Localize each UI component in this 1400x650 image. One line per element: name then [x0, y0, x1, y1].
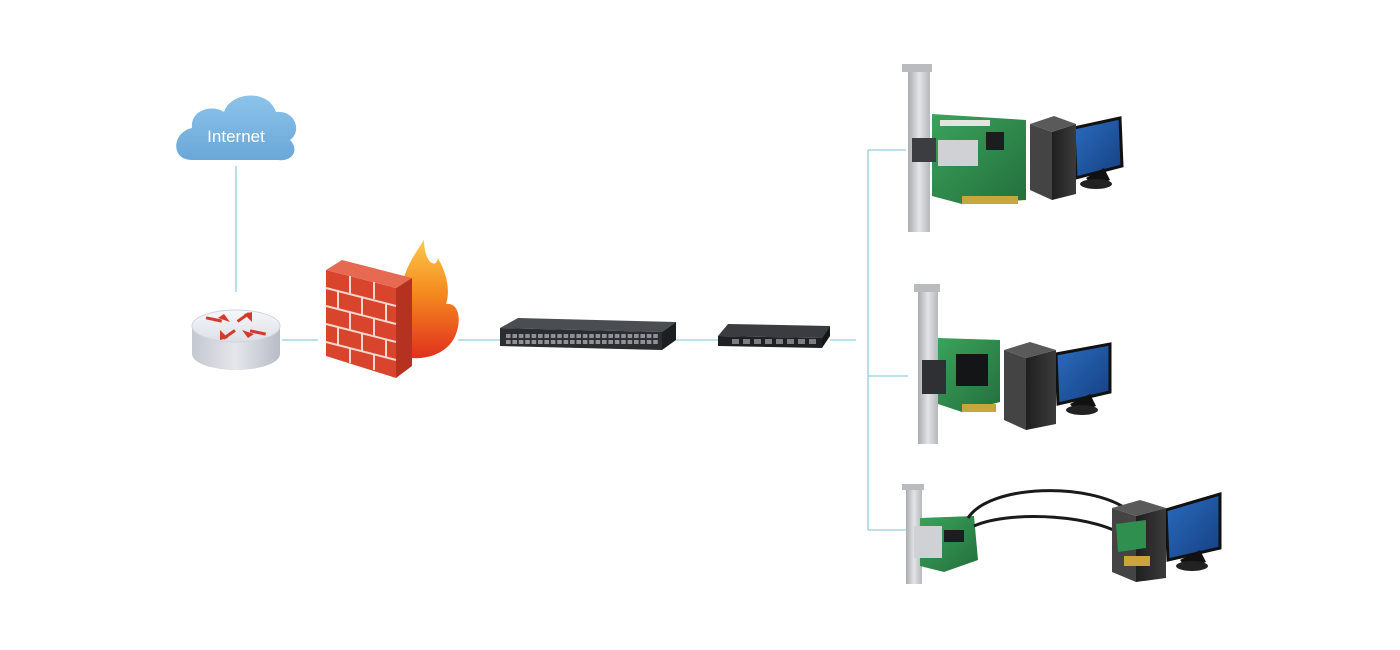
- switch-port: [653, 334, 658, 338]
- switch-port: [531, 340, 537, 344]
- switch-port: [787, 339, 794, 344]
- cable-icon: [966, 489, 1131, 542]
- desktop-pc-icon: [1030, 116, 1124, 200]
- switch-port: [627, 334, 633, 338]
- switch-port: [765, 339, 772, 344]
- desktop-switch-ports: [732, 339, 816, 344]
- desktop-switch-icon: [718, 324, 830, 348]
- switch-port: [576, 334, 581, 338]
- switch-port: [798, 339, 805, 344]
- switch-port: [518, 340, 524, 344]
- firewall-icon: [325, 240, 459, 378]
- switch-port: [557, 340, 562, 344]
- switch-port: [563, 334, 569, 338]
- switch-port: [582, 334, 588, 338]
- switch-port: [646, 334, 652, 338]
- switch-port: [538, 334, 543, 338]
- client-1-fiber-nic-pc-icon: [902, 64, 1124, 232]
- switch-port: [512, 340, 517, 344]
- desktop-pc-icon: [1112, 491, 1222, 582]
- switch-port: [640, 334, 645, 338]
- switch-port: [576, 340, 581, 344]
- switch-port: [582, 340, 588, 344]
- desktop-pc-icon: [1004, 342, 1112, 430]
- switch-port: [602, 340, 607, 344]
- client-2-fiber-nic-pc-icon: [914, 284, 1112, 444]
- switch-port: [512, 334, 517, 338]
- nic-card-icon: [902, 64, 1026, 232]
- switch-port: [595, 340, 601, 344]
- switch-port: [589, 340, 594, 344]
- switch-port: [732, 339, 739, 344]
- switch-port: [776, 339, 783, 344]
- switch-port: [754, 339, 761, 344]
- rack-switch-icon: [500, 318, 676, 350]
- switch-port: [550, 334, 556, 338]
- switch-port: [621, 334, 626, 338]
- switch-port: [614, 334, 620, 338]
- switch-port: [518, 334, 524, 338]
- switch-port: [506, 334, 511, 338]
- switch-port: [531, 334, 537, 338]
- switch-port: [608, 340, 613, 344]
- switch-port: [570, 340, 575, 344]
- switch-port: [525, 334, 530, 338]
- switch-port: [743, 339, 750, 344]
- switch-port: [544, 334, 549, 338]
- switch-port: [506, 340, 511, 344]
- internet-label: Internet: [207, 127, 265, 146]
- switch-port: [538, 340, 543, 344]
- switch-port: [809, 339, 816, 344]
- switch-port: [653, 340, 658, 344]
- switch-port: [557, 334, 562, 338]
- switch-port: [646, 340, 652, 344]
- switch-port: [640, 340, 645, 344]
- switch-port: [544, 340, 549, 344]
- switch-port: [602, 334, 607, 338]
- switch-port: [614, 340, 620, 344]
- nic-card-icon: [902, 484, 978, 584]
- switch-port: [525, 340, 530, 344]
- switch-port: [634, 334, 639, 338]
- rack-switch-ports: [506, 334, 658, 344]
- switch-port: [627, 340, 633, 344]
- switch-port: [563, 340, 569, 344]
- connection-lines: [235, 149, 910, 531]
- switch-port: [621, 340, 626, 344]
- switch-port: [608, 334, 613, 338]
- router-icon: [191, 309, 281, 370]
- client-3-mini-pcie-nic-pc-icon: [902, 484, 1222, 584]
- switch-port: [570, 334, 575, 338]
- switch-port: [589, 334, 594, 338]
- nic-card-icon: [914, 284, 1000, 444]
- switch-port: [634, 340, 639, 344]
- switch-port: [550, 340, 556, 344]
- internet-cloud-icon: Internet: [176, 95, 297, 161]
- switch-port: [595, 334, 601, 338]
